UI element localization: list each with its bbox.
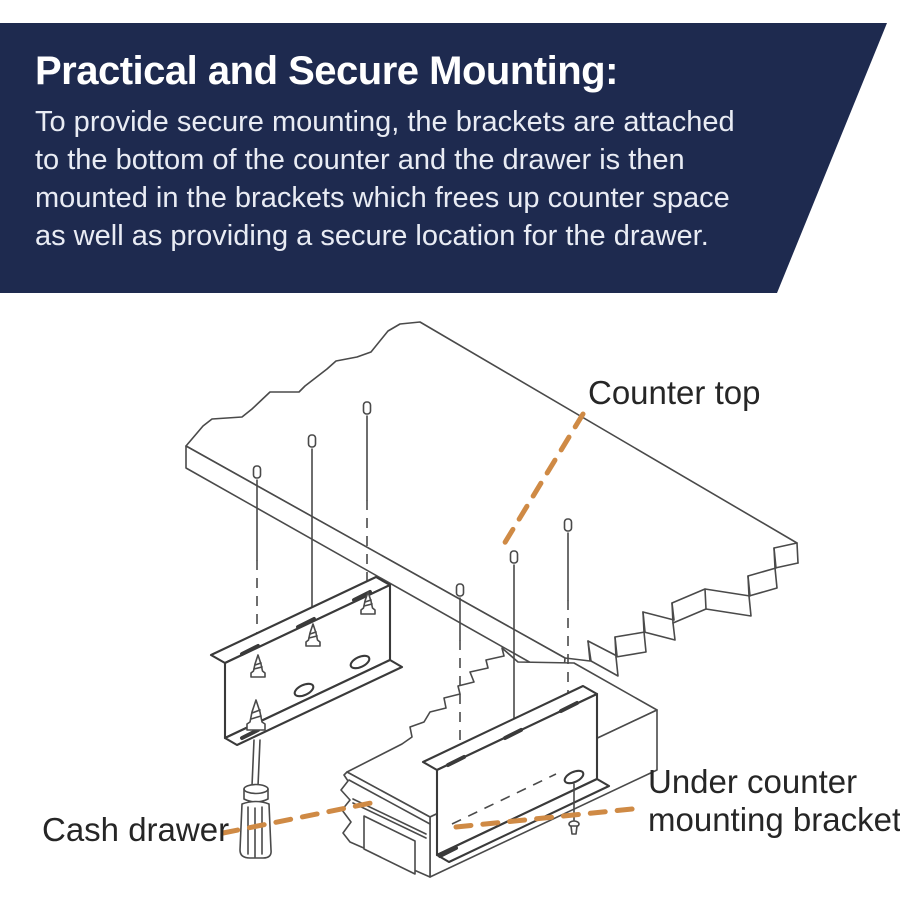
screw-icon [362, 401, 372, 415]
screw-icon [307, 434, 317, 448]
screw-icon [246, 699, 266, 731]
bracket-label-line2: mounting bracket [648, 801, 900, 838]
bracket-leader-line [453, 805, 645, 830]
under-counter-bracket-right [421, 684, 611, 864]
banner-title: Practical and Secure Mounting: [35, 49, 618, 93]
intro-banner: Practical and Secure Mounting: To provid… [0, 23, 887, 293]
bracket-slots [446, 701, 579, 767]
screw-icon [250, 654, 266, 678]
banner-text-line: mounted in the brackets which frees up c… [35, 182, 730, 214]
bracket-label-line1: Under counter [648, 763, 857, 800]
under-counter-bracket-left [209, 575, 404, 747]
counter-top-label: Counter top [588, 374, 760, 411]
screw-icon [455, 583, 465, 597]
banner-text-line: as well as providing a secure location f… [35, 220, 709, 252]
counter-top-leader-line [498, 411, 586, 552]
bracket-hole [349, 654, 371, 670]
cash-drawer-leader-line [220, 798, 384, 836]
screw-icon [360, 591, 376, 615]
cash-drawer-label: Cash drawer [42, 811, 229, 848]
screw-icon [563, 518, 573, 532]
screw-icon [509, 550, 519, 564]
screw-icon [305, 623, 321, 647]
screw-icon [568, 820, 580, 835]
banner-text-line: to the bottom of the counter and the dra… [35, 144, 685, 176]
screwdriver-icon [239, 739, 272, 859]
bracket-hole [293, 682, 315, 698]
leader-lines [220, 411, 645, 836]
bracket-hole [563, 769, 585, 785]
screw-icon [252, 465, 262, 479]
diagram-labels: Counter top Cash drawer Under counter mo… [42, 374, 900, 848]
counter-screws [252, 401, 573, 760]
banner-text-line: To provide secure mounting, the brackets… [35, 106, 735, 138]
counter-top-drawing [185, 321, 799, 682]
